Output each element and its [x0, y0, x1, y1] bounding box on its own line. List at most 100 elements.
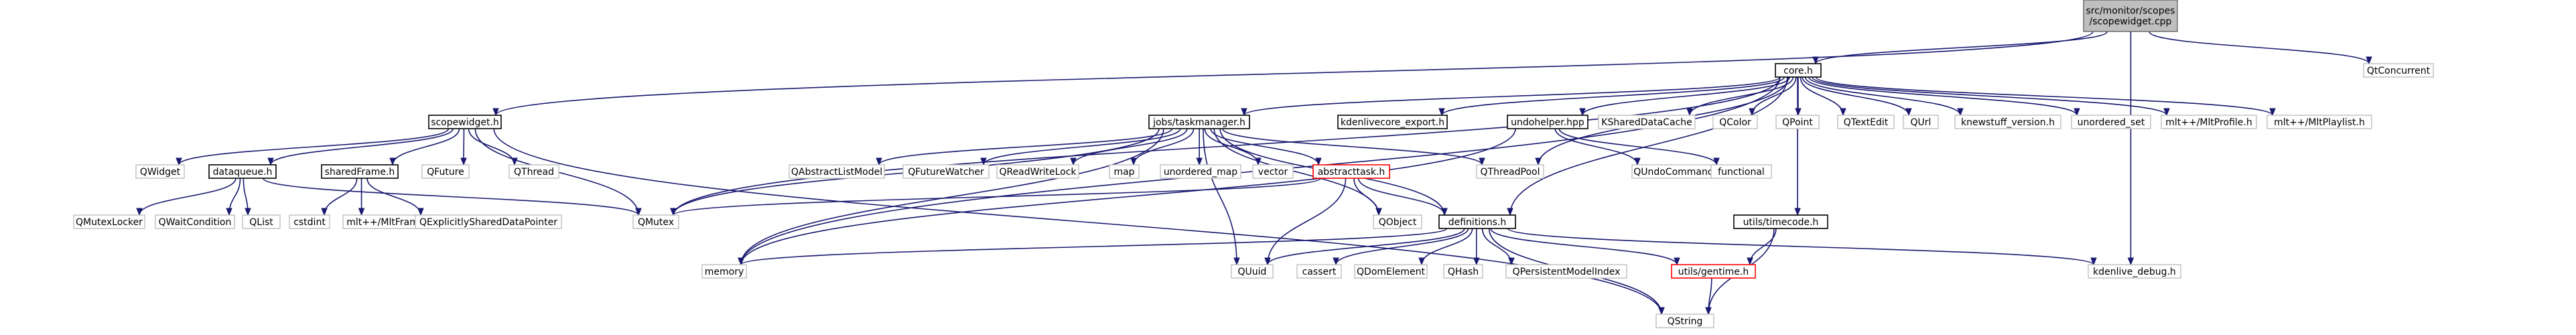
node-label: mlt++/MltPlaylist.h — [2274, 117, 2365, 128]
edge — [178, 128, 450, 165]
node-label: QHash — [1448, 267, 1479, 277]
node-label: QWaitCondition — [159, 217, 232, 228]
node-knewstuff-version-h: knewstuff_version.h — [1954, 115, 2061, 129]
edge-arrowhead — [1795, 108, 1802, 117]
node-qtextedit: QTextEdit — [1837, 115, 1895, 129]
edge-arrowhead — [738, 257, 744, 266]
node-label: /scopewidget.cpp — [2090, 17, 2172, 27]
edge — [1335, 228, 1469, 265]
edge-arrowhead — [1674, 257, 1680, 266]
edge-arrowhead — [492, 108, 499, 117]
edge — [270, 128, 454, 165]
edge-arrowhead — [1333, 257, 1339, 266]
edge-arrowhead — [1473, 257, 1480, 266]
edge — [324, 178, 358, 216]
node-label: QFuture — [427, 167, 464, 178]
node-box — [1712, 115, 1758, 129]
edge-arrowhead — [1241, 108, 1247, 117]
edge-arrowhead — [1070, 157, 1077, 166]
edge-arrowhead — [1508, 257, 1515, 266]
node-box — [1733, 214, 1828, 229]
edge-arrowhead — [1507, 208, 1513, 216]
edge — [1357, 178, 1445, 216]
edge-arrowhead — [1233, 257, 1240, 266]
edge-arrowhead — [1812, 56, 1819, 65]
edge-arrowhead — [2163, 108, 2170, 117]
node-box — [289, 214, 330, 229]
edge — [740, 128, 1516, 265]
node-label: QColor — [1719, 117, 1751, 128]
edge-arrowhead — [1840, 108, 1846, 117]
node-label: KSharedDataCache — [1601, 117, 1692, 128]
node-label: QWidget — [140, 167, 181, 178]
node-box — [1252, 164, 1294, 179]
node-label: QtConcurrent — [2367, 66, 2431, 76]
edge — [1808, 76, 2078, 116]
edge — [1073, 128, 1188, 165]
node-box — [1505, 264, 1627, 279]
node-qundocommand: QUndoCommand — [1631, 164, 1716, 179]
node-qpoint: QPoint — [1775, 115, 1820, 129]
node-scopewidget-h: scopewidget.h — [428, 115, 502, 129]
node-functional: functional — [1710, 164, 1772, 179]
edge — [1222, 128, 1483, 165]
edge-arrowhead — [321, 208, 328, 216]
node-label: QMutexLocker — [76, 217, 143, 228]
node-qlist: QList — [242, 214, 281, 229]
node-box — [789, 164, 885, 179]
edge-arrowhead — [1264, 257, 1271, 266]
node-box — [1337, 115, 1448, 129]
edge — [468, 128, 515, 165]
edge-arrowhead — [1634, 157, 1641, 166]
node-vector: vector — [1252, 164, 1294, 179]
node-qstring: QString — [1655, 314, 1714, 328]
node-label: dataqueue.h — [213, 167, 273, 178]
edge-arrowhead — [176, 157, 182, 166]
edge-arrowhead — [670, 208, 677, 216]
node-memory: memory — [701, 264, 747, 279]
node-box — [2266, 115, 2372, 129]
node-label: kdenlive_debug.h — [2093, 267, 2176, 277]
node-box — [1655, 314, 1714, 328]
node-box — [73, 214, 145, 229]
edge — [1490, 228, 1678, 265]
node-undohelper-hpp: undohelper.hpp — [1507, 115, 1588, 129]
node-qtconcurrent: QtConcurrent — [2363, 63, 2434, 78]
edge — [1815, 31, 2108, 64]
node-label: QUndoCommand — [1633, 167, 1714, 178]
edge — [878, 128, 1173, 165]
node-box — [1671, 264, 1756, 279]
node-box — [509, 164, 559, 179]
node-label: QExplicitlySharedDataPointer — [419, 217, 557, 228]
node-unordered-map: unordered_map — [1160, 164, 1241, 179]
node-box — [428, 115, 502, 129]
edge-arrowhead — [1579, 108, 1586, 117]
edge-arrowhead — [460, 157, 467, 166]
node-label: unordered_set — [2078, 117, 2145, 128]
edge-arrowhead — [2269, 108, 2276, 117]
edge-arrowhead — [267, 157, 274, 166]
node-core-h: core.h — [1775, 63, 1822, 78]
edge-arrowhead — [358, 208, 365, 216]
node-qthread: QThread — [509, 164, 559, 179]
node-box — [1438, 214, 1516, 229]
edge-arrowhead — [2074, 108, 2080, 117]
node-qreadwritelock: QReadWriteLock — [996, 164, 1079, 179]
node-label: abstracttask.h — [1318, 167, 1385, 178]
node-label: QReadWriteLock — [999, 167, 1077, 178]
edge — [366, 178, 421, 216]
edge-arrowhead — [1196, 157, 1203, 166]
node-box — [242, 214, 281, 229]
node-jobs-taskmanager-h: jobs/taskmanager.h — [1148, 115, 1250, 129]
node-box — [902, 164, 990, 179]
node-abstracttask-h: abstracttask.h — [1312, 164, 1390, 179]
edge — [740, 128, 1164, 265]
node-unordered-set: unordered_set — [2071, 115, 2151, 129]
edge — [1554, 128, 1638, 165]
node-definitions-h: definitions.h — [1438, 214, 1516, 229]
node-qcolor: QColor — [1712, 115, 1758, 129]
node-box — [1148, 115, 1250, 129]
node-box — [1373, 214, 1422, 229]
node-utils-gentime-h: utils/gentime.h — [1671, 264, 1756, 279]
